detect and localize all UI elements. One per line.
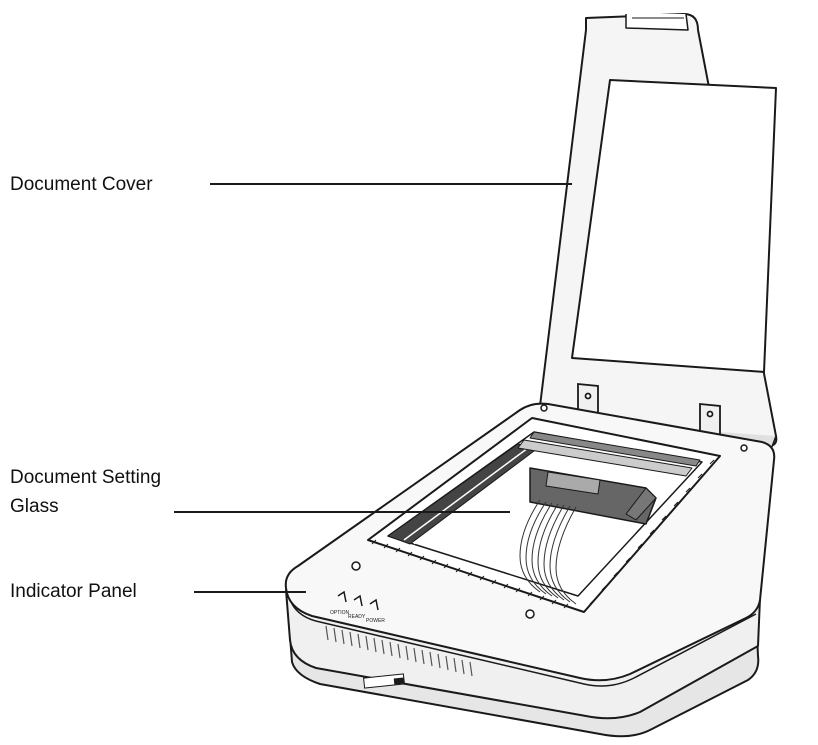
label-glass-line2: Glass bbox=[10, 496, 59, 517]
ribbon-cable bbox=[519, 499, 577, 605]
label-document-cover: Document Cover bbox=[10, 174, 153, 195]
screw-hole bbox=[540, 404, 548, 412]
hinge-right bbox=[699, 403, 724, 443]
screw-hole bbox=[740, 444, 748, 452]
screw-hole bbox=[351, 561, 361, 571]
indicator-label-option: OPTION bbox=[330, 610, 350, 616]
document-cover bbox=[539, 13, 778, 453]
label-document-setting-glass: Document Setting Glass bbox=[10, 463, 161, 521]
callout-leaders bbox=[174, 183, 572, 593]
indicator-label-ready: READY bbox=[348, 614, 366, 620]
front-vents bbox=[325, 625, 473, 677]
screw-hole bbox=[525, 609, 535, 619]
label-glass-line1: Document Setting bbox=[10, 467, 162, 488]
indicator-label-power: POWER bbox=[366, 618, 385, 624]
indicator-panel bbox=[337, 590, 379, 611]
indicator-labels: OPTION READY POWER bbox=[330, 610, 385, 624]
label-indicator-panel: Indicator Panel bbox=[10, 581, 137, 602]
ruler-ticks bbox=[371, 459, 715, 609]
brand-logo bbox=[363, 673, 405, 689]
